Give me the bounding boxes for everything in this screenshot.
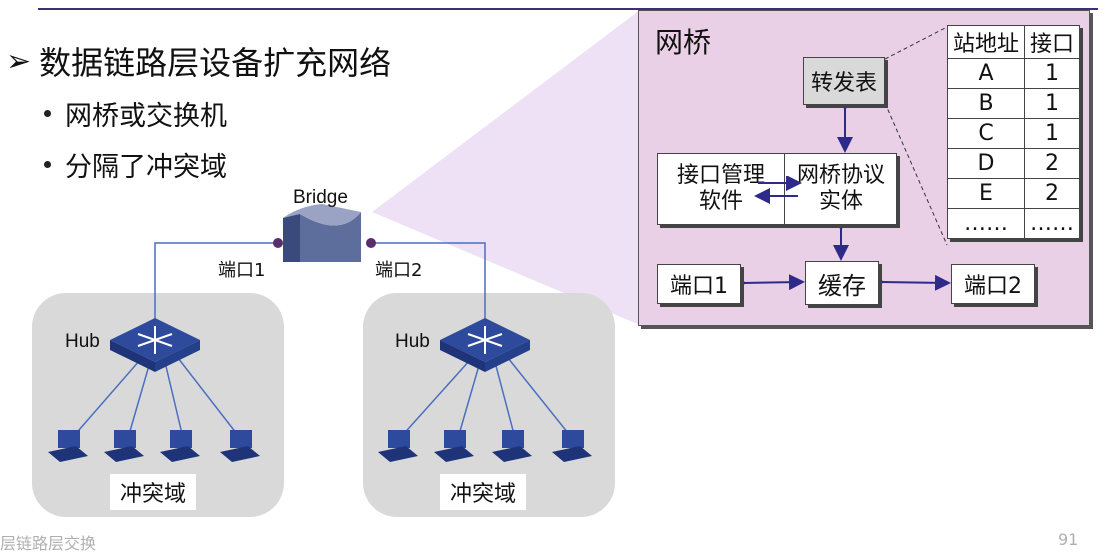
- title-arrow-icon: ➢: [6, 43, 32, 79]
- table-header-cell: 站地址: [947, 25, 1025, 59]
- pc-icon-right-2: [434, 430, 474, 462]
- bullet-text: 网桥或交换机: [65, 101, 227, 132]
- slide-title: ➢ 数据链路层设备扩充网络: [6, 38, 391, 84]
- table-cell: D: [947, 148, 1025, 179]
- table-cell: C: [947, 118, 1025, 149]
- bridge-label: Bridge: [293, 187, 348, 208]
- arrow-port1-buffer: [730, 274, 805, 292]
- bullet-dot-icon: [44, 161, 51, 168]
- bridge-internals-panel: 网桥 转发表 接口管理 软件 网桥协议 实体: [638, 10, 1090, 326]
- pc-icon-left-3: [160, 430, 200, 462]
- hub-left-label: Hub: [65, 331, 100, 352]
- bridge-port2-dot: [366, 238, 376, 248]
- table-row: A 1: [947, 58, 1080, 89]
- buffer-box: 缓存: [805, 261, 879, 305]
- collision-domain-left-label: 冲突域: [110, 474, 197, 510]
- protocol-entity-line2: 实体: [818, 189, 863, 214]
- link-hub-right-pc1: [399, 359, 471, 439]
- slide-title-text: 数据链路层设备扩充网络: [39, 44, 392, 82]
- bullet-dot-icon: [44, 110, 51, 117]
- table-row: D 2: [947, 148, 1080, 179]
- collision-domain-right-label: 冲突域: [440, 474, 527, 510]
- hub-right-icon: [440, 318, 530, 372]
- internal-exchange-arrows: [754, 176, 802, 204]
- table-header-cell: 接口: [1024, 25, 1080, 59]
- table-cell: E: [947, 178, 1025, 209]
- link-hub-left-pc4: [177, 357, 241, 439]
- bullet-text: 分隔了冲突域: [65, 152, 227, 183]
- footer-page-number: 91: [1058, 530, 1079, 549]
- bullet-item: 分隔了冲突域: [44, 145, 227, 184]
- hub-left-icon: [110, 318, 200, 372]
- callout-line-top: [884, 26, 948, 60]
- table-cell: A: [947, 58, 1025, 89]
- link-hub-left-pc1: [71, 359, 141, 439]
- top-divider-line: [38, 8, 1098, 10]
- mgmt-software-cell: 接口管理 软件: [658, 154, 784, 224]
- mgmt-software-line1: 接口管理: [676, 163, 765, 188]
- forwarding-table-box: 转发表: [803, 57, 885, 105]
- pc-icon-right-4: [552, 430, 592, 462]
- footer-section-title: 层链路层交换: [0, 534, 97, 553]
- table-cell: 1: [1024, 118, 1080, 149]
- bullet-item: 网桥或交换机: [44, 94, 227, 133]
- address-table: 站地址 接口 A 1 B 1 C 1 D 2 E 2 …… ……: [947, 25, 1080, 239]
- hub-right-label: Hub: [395, 331, 430, 352]
- link-hub-right-pc4: [507, 357, 573, 439]
- bridge-device-icon: [283, 204, 361, 262]
- pc-icon-left-2: [104, 430, 144, 462]
- protocol-entity-cell: 网桥协议 实体: [784, 154, 897, 224]
- table-header-row: 站地址 接口: [947, 25, 1080, 59]
- table-row: E 2: [947, 178, 1080, 209]
- table-row: …… ……: [947, 208, 1080, 239]
- link-hub-left-pc3: [164, 361, 184, 439]
- table-row: C 1: [947, 118, 1080, 149]
- table-cell: 1: [1024, 88, 1080, 119]
- table-cell: ……: [947, 208, 1025, 239]
- port2-label: 端口2: [375, 260, 423, 281]
- callout-line-bottom: [884, 102, 948, 246]
- link-bridge-hub-right: [371, 242, 486, 325]
- table-cell: 2: [1024, 148, 1080, 179]
- mgmt-software-line2: 软件: [698, 189, 743, 214]
- panel-port1-box: 端口1: [657, 264, 741, 304]
- table-row: B 1: [947, 88, 1080, 119]
- link-hub-left-pc2: [127, 361, 151, 439]
- panel-connectors-svg: [730, 26, 951, 292]
- table-cell: 2: [1024, 178, 1080, 209]
- pc-icon-left-1: [48, 430, 88, 462]
- pc-icon-right-3: [492, 430, 532, 462]
- table-cell: B: [947, 88, 1025, 119]
- panel-title: 网桥: [655, 26, 712, 59]
- protocol-entity-line1: 网桥协议: [796, 163, 885, 188]
- link-hub-right-pc3: [494, 361, 516, 439]
- link-hub-right-pc2: [457, 361, 481, 439]
- pc-icon-right-1: [378, 430, 418, 462]
- arrow-buffer-port2: [868, 273, 951, 291]
- port1-label: 端口1: [218, 260, 266, 281]
- link-bridge-hub-left: [154, 242, 278, 325]
- panel-port2-box: 端口2: [951, 264, 1035, 304]
- zoom-wedge: [372, 10, 640, 325]
- table-cell: ……: [1024, 208, 1080, 239]
- table-cell: 1: [1024, 58, 1080, 89]
- mgmt-protocol-box: 接口管理 软件 网桥协议 实体: [657, 153, 897, 225]
- pc-icon-left-4: [220, 430, 260, 462]
- bridge-port1-dot: [273, 238, 283, 248]
